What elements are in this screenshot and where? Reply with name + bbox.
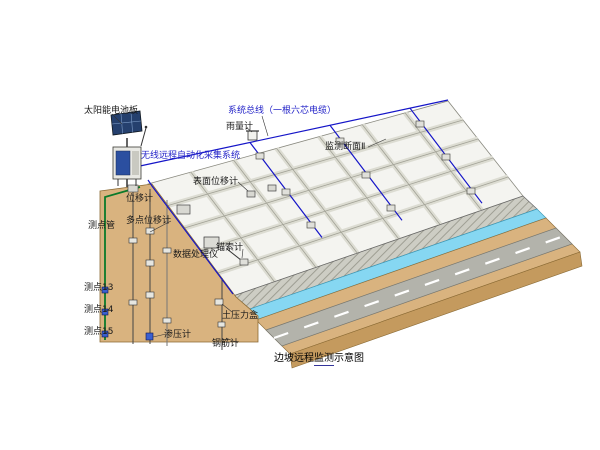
sensor-box — [361, 171, 371, 179]
cabinet-front-panel — [115, 150, 131, 176]
point-14-marker — [101, 308, 109, 316]
borehole-sensor — [128, 237, 138, 244]
label-displacement: 位移计 — [126, 194, 154, 204]
ground-front-face — [289, 251, 583, 369]
sensor-box — [255, 152, 265, 160]
label-data-processor: 数据处理仪 — [173, 250, 219, 260]
label-point-13: 测点13 — [84, 283, 114, 293]
boreholes — [101, 184, 277, 350]
point-15-marker — [101, 330, 109, 338]
label-surface-displacement: 表面位移计 — [193, 177, 239, 187]
point-13-marker — [101, 286, 109, 294]
diagram-title-underlined: 监测 — [314, 353, 334, 366]
cabinet-legs — [117, 179, 137, 186]
label-measuring-tube: 测点管 — [88, 221, 116, 231]
borehole-sensor — [128, 299, 138, 306]
sensor-box — [335, 137, 345, 145]
left-edge-cable — [147, 179, 234, 295]
sensor-box — [386, 204, 396, 212]
surface-displacement-device — [246, 190, 256, 198]
label-wireless-system: 无线远程自动化采集系统 — [141, 151, 241, 161]
anchor-meter-box — [239, 258, 249, 266]
antenna-tip — [144, 125, 148, 129]
cabinet-side — [132, 151, 139, 175]
label-anchor-meter: 锚索计 — [216, 243, 244, 253]
label-rain-gauge: 雨量计 — [226, 122, 254, 132]
earth-pressure-box — [214, 298, 224, 306]
solar-panel-icon — [110, 110, 143, 136]
junction-box — [176, 204, 191, 215]
diagram-title: 边坡远程监测示意图 — [274, 349, 364, 366]
road-block — [255, 217, 583, 369]
rain-gauge-device — [246, 130, 259, 141]
sensor-box — [306, 221, 316, 229]
rain-gauge-body — [247, 130, 258, 141]
road-center-dashes — [273, 234, 565, 340]
sensor-box — [441, 153, 451, 161]
label-solar-panel: 太阳能电池板 — [84, 106, 139, 116]
borehole-sensor — [162, 247, 172, 254]
borehole-1-head — [127, 184, 139, 193]
leader-lines — [103, 113, 387, 344]
slope-grid — [147, 100, 524, 297]
diagram-title-pre: 边坡远程 — [274, 353, 314, 364]
label-system-bus: 系统总线（一根六芯电缆） — [228, 106, 337, 116]
multipoint-anchor — [145, 291, 155, 299]
antenna-icon — [140, 127, 147, 147]
sensor-box — [415, 120, 425, 128]
sensor-box — [281, 188, 291, 196]
multipoint-anchor — [145, 227, 155, 235]
system-bus-cable — [139, 99, 449, 167]
label-point-15: 测点15 — [84, 327, 114, 337]
solar-station — [110, 110, 148, 187]
label-multipoint-displacement: 多点位移计 — [126, 216, 172, 226]
borehole-sensor — [162, 317, 172, 324]
label-rebar-meter: 钢筋计 — [212, 339, 240, 349]
slope-sensors — [255, 120, 476, 229]
surface-displacement-device — [267, 184, 277, 192]
label-seepage-meter: 渗压计 — [164, 330, 192, 340]
diagram-title-post: 示意图 — [334, 353, 364, 364]
rebar-sensor — [217, 321, 226, 328]
grid-lines — [164, 112, 509, 282]
road-strip — [265, 227, 573, 347]
seepage-sensor — [145, 332, 154, 341]
label-earth-pressure-cell: 土压力盒 — [222, 311, 259, 321]
multipoint-anchor — [145, 259, 155, 267]
label-monitoring-section: 监测断面Ⅱ — [325, 142, 366, 152]
label-point-14: 测点14 — [84, 305, 114, 315]
sensor-box — [466, 187, 476, 195]
